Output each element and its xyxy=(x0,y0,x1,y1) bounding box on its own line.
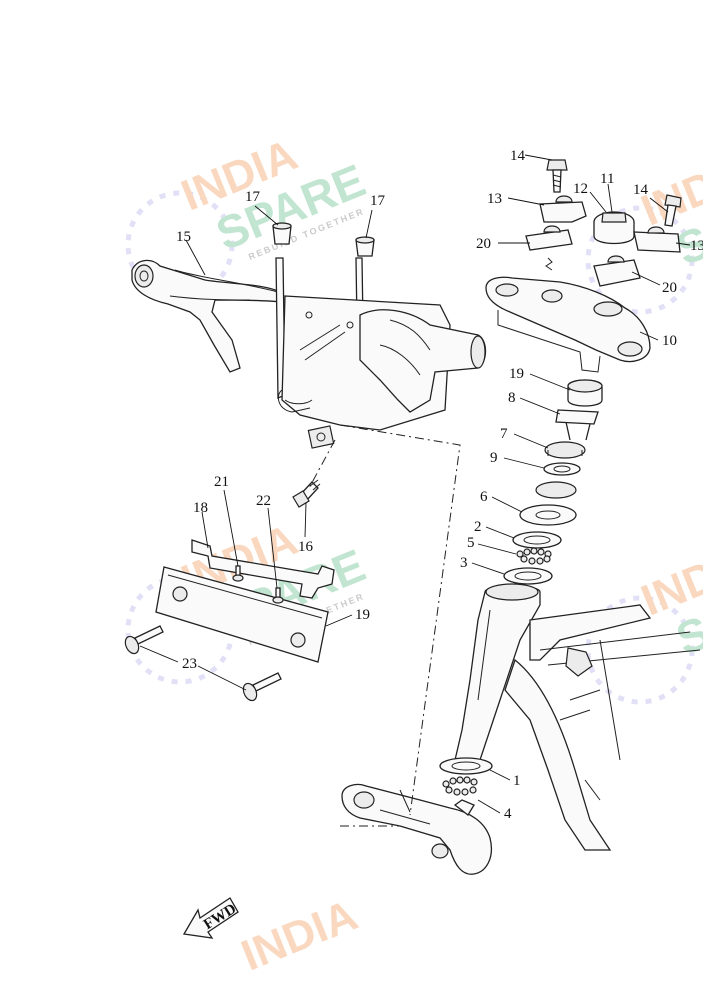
cap-12 xyxy=(593,211,635,245)
callout-15: 15 xyxy=(176,229,191,245)
clamp-13-left xyxy=(539,195,587,223)
lower-bearing xyxy=(439,757,493,796)
plate-22 xyxy=(155,566,329,663)
callout-labels: 14 13 20 12 11 14 13 20 10 19 8 7 9 6 2 … xyxy=(176,148,703,822)
callout-20: 21 xyxy=(214,474,229,490)
callout-7: 7 xyxy=(500,426,508,442)
callout-19: 20 xyxy=(476,236,491,252)
bolt-23-right xyxy=(242,672,282,702)
callout-14: 14 xyxy=(633,182,649,198)
leader-lines xyxy=(139,154,691,814)
callout-18: 19 xyxy=(509,366,524,382)
frame-downtube xyxy=(504,604,701,851)
bolt-14-left xyxy=(546,159,568,193)
callout-10: 10 xyxy=(662,333,677,349)
frame-head-tube xyxy=(454,583,541,761)
lower-bracket xyxy=(341,783,492,875)
callout-19: 20 xyxy=(662,280,677,296)
callout-13: 13 xyxy=(487,191,502,207)
callout-3: 3 xyxy=(460,555,468,571)
callout-20: 22 xyxy=(256,493,271,509)
watermark-india-text: INDIA xyxy=(235,890,364,980)
clamp-13-right xyxy=(633,226,681,253)
bearing-stack xyxy=(503,379,603,585)
clamp-19-left xyxy=(525,225,573,251)
bolt-23-left xyxy=(124,625,164,655)
upper-bracket-10 xyxy=(485,276,651,373)
clamp-19-right xyxy=(593,255,641,287)
callout-5: 5 xyxy=(467,535,475,551)
callout-13: 13 xyxy=(690,238,703,254)
callout-22: 19 xyxy=(355,607,370,623)
bolt-14-right xyxy=(664,194,682,227)
callout-17: 17 xyxy=(370,193,386,209)
handlebar-assembly xyxy=(131,257,487,449)
callout-16: 16 xyxy=(298,539,314,555)
screw-20-left xyxy=(232,565,244,582)
callout-9: 9 xyxy=(490,450,498,466)
screw-20-right xyxy=(272,587,284,604)
callout-17: 17 xyxy=(245,189,261,205)
callout-8: 8 xyxy=(508,390,516,406)
callout-21: 18 xyxy=(193,500,208,516)
bearing-balls-upper xyxy=(516,547,552,565)
fwd-arrow: FWD xyxy=(182,897,239,939)
callout-11: 11 xyxy=(600,171,614,187)
callout-23: 23 xyxy=(182,656,197,672)
bolt-16 xyxy=(292,479,321,508)
bushing-right xyxy=(355,236,375,257)
callout-2: 2 xyxy=(474,519,482,535)
callout-14: 14 xyxy=(510,148,526,164)
assembly-lines xyxy=(307,424,461,827)
bracket-21 xyxy=(191,539,335,599)
bushing-left xyxy=(272,222,292,245)
callout-1: 1 xyxy=(513,773,521,789)
callout-4: 4 xyxy=(504,806,512,822)
callout-12: 12 xyxy=(573,181,588,197)
callout-6: 6 xyxy=(480,489,488,505)
